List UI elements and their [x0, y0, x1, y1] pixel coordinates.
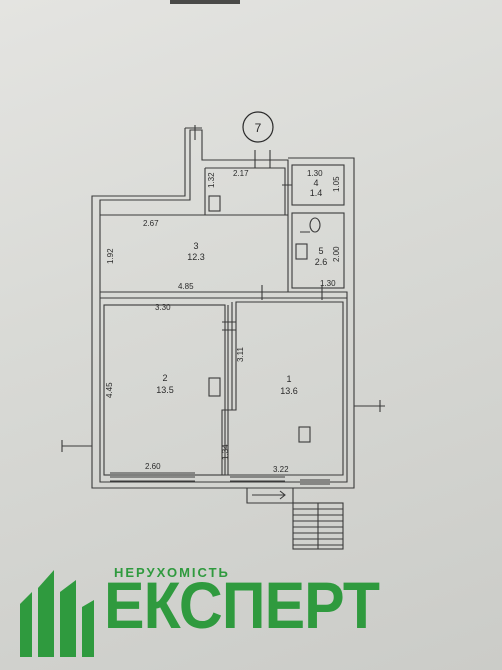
room-2-number: 2 — [162, 373, 167, 383]
sink-fixture-5 — [295, 243, 308, 260]
wall-room3 — [100, 214, 347, 299]
room-1-area: 13.6 — [280, 386, 298, 396]
room-5-number: 5 — [318, 246, 323, 256]
dim-4-85: 4.85 — [178, 282, 194, 291]
room-4-area: 1.4 — [310, 188, 323, 198]
room-4-number: 4 — [313, 178, 318, 188]
wall-corridor — [204, 167, 286, 215]
wall-partition — [227, 302, 233, 475]
entrance-landing — [246, 488, 294, 504]
dim-2-60: 2.60 — [145, 462, 161, 471]
marker-circle — [242, 111, 274, 143]
wall-room1 — [221, 301, 344, 476]
corner-tick-left — [61, 440, 92, 452]
dim-1-05: 1.05 — [332, 176, 341, 192]
door-mark-1 — [254, 150, 271, 168]
dim-3-11: 3.11 — [236, 346, 245, 362]
door-mark-3 — [222, 321, 236, 331]
heater-fixture-1 — [298, 426, 311, 443]
dim-4-45: 4.45 — [105, 382, 114, 398]
room-2-area: 13.5 — [156, 385, 174, 395]
wall-room2 — [103, 304, 226, 476]
dim-1-34: 1.34 — [221, 444, 230, 460]
marker-label: 7 — [255, 121, 262, 135]
window-right — [300, 479, 330, 485]
corner-tick-top — [190, 125, 200, 140]
wall-room5 — [291, 212, 345, 289]
dim-2-67: 2.67 — [143, 219, 159, 228]
dim-2-17: 2.17 — [233, 169, 249, 178]
logo-tagline: НЕРУХОМІСТЬ — [114, 565, 230, 580]
room-3-number: 3 — [193, 241, 198, 251]
outer-wall-outline — [91, 127, 355, 489]
room-1-number: 1 — [286, 374, 291, 384]
entrance-arrow — [252, 490, 286, 500]
dim-1-92: 1.92 — [106, 248, 115, 264]
door-mark-2 — [261, 285, 323, 300]
sink-fixture-3 — [208, 195, 221, 212]
stairs-steps — [293, 503, 343, 549]
logo-name: ЕКСПЕРТ — [104, 568, 380, 642]
heater-fixture-2 — [208, 377, 221, 397]
dim-1-32: 1.32 — [207, 172, 216, 188]
toilet-fixture — [309, 217, 321, 233]
dim-3-30: 3.30 — [155, 303, 171, 312]
logo-mark — [20, 570, 94, 657]
dim-1-30-mid: 1.30 — [320, 279, 336, 288]
corner-tick-right — [354, 400, 385, 412]
dim-2-00: 2.00 — [332, 246, 341, 262]
dim-1-30-top: 1.30 — [307, 169, 323, 178]
room-3-area: 12.3 — [187, 252, 205, 262]
room-5-area: 2.6 — [315, 257, 328, 267]
outer-wall — [99, 129, 348, 483]
window-room2 — [110, 472, 195, 482]
dim-3-22: 3.22 — [273, 465, 289, 474]
door-mark-4 — [282, 184, 310, 233]
photo-edge-strip — [170, 0, 240, 4]
window-room1 — [230, 476, 285, 482]
